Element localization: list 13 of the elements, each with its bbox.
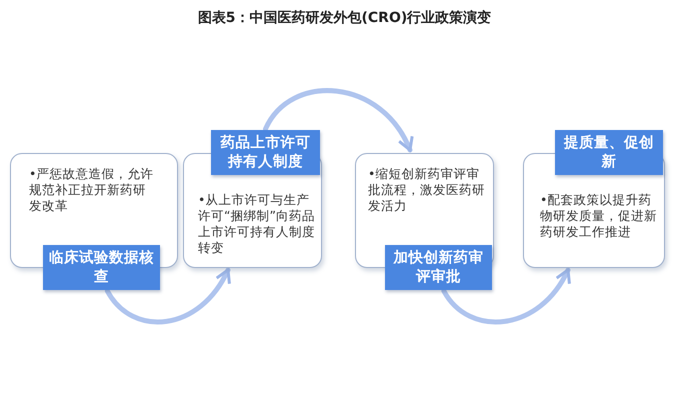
curved-arrow xyxy=(104,268,230,324)
curved-arrow xyxy=(441,268,570,324)
bullet-text: •从上市许可与生产许可“捆绑制”向药品上市许可持有人制度转变 xyxy=(198,192,316,256)
label-box: 提质量、促创新 xyxy=(555,130,663,175)
curved-arrow xyxy=(263,88,412,152)
label-box: 药品上市许可持有人制度 xyxy=(211,130,320,175)
rounded-card xyxy=(10,153,178,268)
chart-title: 图表5：中国医药研发外包(CRO)行业政策演变 xyxy=(196,9,492,27)
label-box: 加快创新药审评审批 xyxy=(385,245,492,290)
bullet-text: •严惩故意造假，允许规范补正拉开新药研发改革 xyxy=(29,166,154,214)
bullet-text: •配套政策以提升药物研发质量，促进新药研发工作推进 xyxy=(540,192,658,240)
bullet-text: •缩短创新药审评审批流程，激发医药研发活力 xyxy=(368,166,486,214)
label-box: 临床试验数据核查 xyxy=(43,245,160,290)
